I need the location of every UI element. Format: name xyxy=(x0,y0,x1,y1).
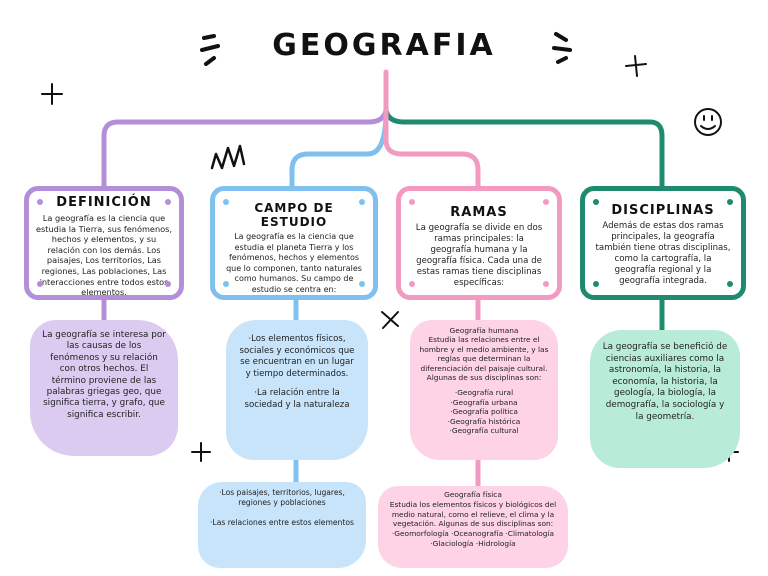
card-text: La geografía es la ciencia que estudia e… xyxy=(226,232,362,294)
scribble-icon xyxy=(210,144,246,170)
card-campo-de-estudio: CAMPO DE ESTUDIO La geografía es la cien… xyxy=(210,186,378,300)
blob-title: Geografía humana xyxy=(449,326,519,335)
list-item: ·Geografía rural xyxy=(454,388,514,398)
plus-icon-top-right xyxy=(625,55,647,77)
blob-definicion-detalle: La geografía se interesa por las causas … xyxy=(30,320,178,456)
card-title: RAMAS xyxy=(450,205,508,220)
blob-item: ·Los paisajes, territorios, lugares, reg… xyxy=(219,488,345,507)
branch-ramas xyxy=(383,107,481,189)
blob-campo-paisajes: ·Los paisajes, territorios, lugares, reg… xyxy=(198,482,366,568)
spark-right-icon xyxy=(552,32,572,64)
blob-geografia-fisica: Geografía física Estudia los elementos f… xyxy=(378,486,568,568)
blob-disciplinas-detalle: La geografía se benefició de ciencias au… xyxy=(590,330,740,468)
blob-item: ·Las relaciones entre estos elementos xyxy=(210,518,354,527)
card-title: CAMPO DE ESTUDIO xyxy=(254,201,334,229)
page-title: GEOGRAFIA xyxy=(272,28,496,63)
card-title: DISCIPLINAS xyxy=(611,203,715,218)
card-title: DEFINICIÓN xyxy=(56,195,152,210)
corner-dot-icon xyxy=(165,199,171,205)
corner-dot-icon xyxy=(727,281,733,287)
list-item: ·Geografía cultural xyxy=(449,426,519,436)
branch-disciplinas xyxy=(383,107,665,189)
card-disciplinas: DISCIPLINAS Además de estas dos ramas pr… xyxy=(580,186,746,300)
card-text: La geografía se divide en dos ramas prin… xyxy=(415,223,543,288)
card-ramas: RAMAS La geografía se divide en dos rama… xyxy=(396,186,562,300)
corner-dot-icon xyxy=(223,199,229,205)
corner-dot-icon xyxy=(359,199,365,205)
corner-dot-icon xyxy=(409,281,415,287)
list-item: ·Geografía política xyxy=(450,407,518,417)
blob-title: Geografía física xyxy=(444,490,502,499)
list-item: ·Geografía histórica xyxy=(447,416,521,426)
card-definicion: DEFINICIÓN La geografía es la ciencia qu… xyxy=(24,186,184,300)
cross-icon-middle xyxy=(381,311,399,329)
blob-campo-elementos: ·Los elementos físicos, sociales y econó… xyxy=(226,320,368,460)
card-text: Además de estas dos ramas principales, l… xyxy=(595,221,731,286)
corner-dot-icon xyxy=(593,281,599,287)
corner-dot-icon xyxy=(593,199,599,205)
blob-item: ·La relación entre la sociedad y la natu… xyxy=(244,388,350,410)
plus-icon-top-left xyxy=(41,83,63,105)
smiley-icon xyxy=(694,108,722,136)
list-item: ·Geomorfología ·Oceanografía ·Climatolog… xyxy=(391,529,555,539)
corner-dot-icon xyxy=(543,199,549,205)
blob-text: Estudia los elementos físicos y biológic… xyxy=(389,499,557,529)
corner-dot-icon xyxy=(727,199,733,205)
blob-text: La geografía se interesa por las causas … xyxy=(42,330,166,420)
branch-definicion xyxy=(101,107,389,189)
plus-icon-bottom-left xyxy=(191,442,211,462)
corner-dot-icon xyxy=(359,281,365,287)
corner-dot-icon xyxy=(223,281,229,287)
card-text: La geografía es la ciencia que estudia l… xyxy=(35,213,173,298)
spark-left-icon xyxy=(200,34,220,66)
list-item: ·Glaciología ·Hidrología xyxy=(430,538,516,548)
corner-dot-icon xyxy=(165,281,171,287)
corner-dot-icon xyxy=(37,199,43,205)
blob-text: La geografía se benefició de ciencias au… xyxy=(602,342,728,422)
corner-dot-icon xyxy=(409,199,415,205)
blob-item: ·Los elementos físicos, sociales y econó… xyxy=(239,334,355,379)
corner-dot-icon xyxy=(543,281,549,287)
corner-dot-icon xyxy=(37,281,43,287)
blob-text: Estudia las relaciones entre el hombre y… xyxy=(419,335,549,383)
blob-geografia-humana: Geografía humana Estudia las relaciones … xyxy=(410,320,558,460)
list-item: ·Geografía urbana xyxy=(450,397,518,407)
